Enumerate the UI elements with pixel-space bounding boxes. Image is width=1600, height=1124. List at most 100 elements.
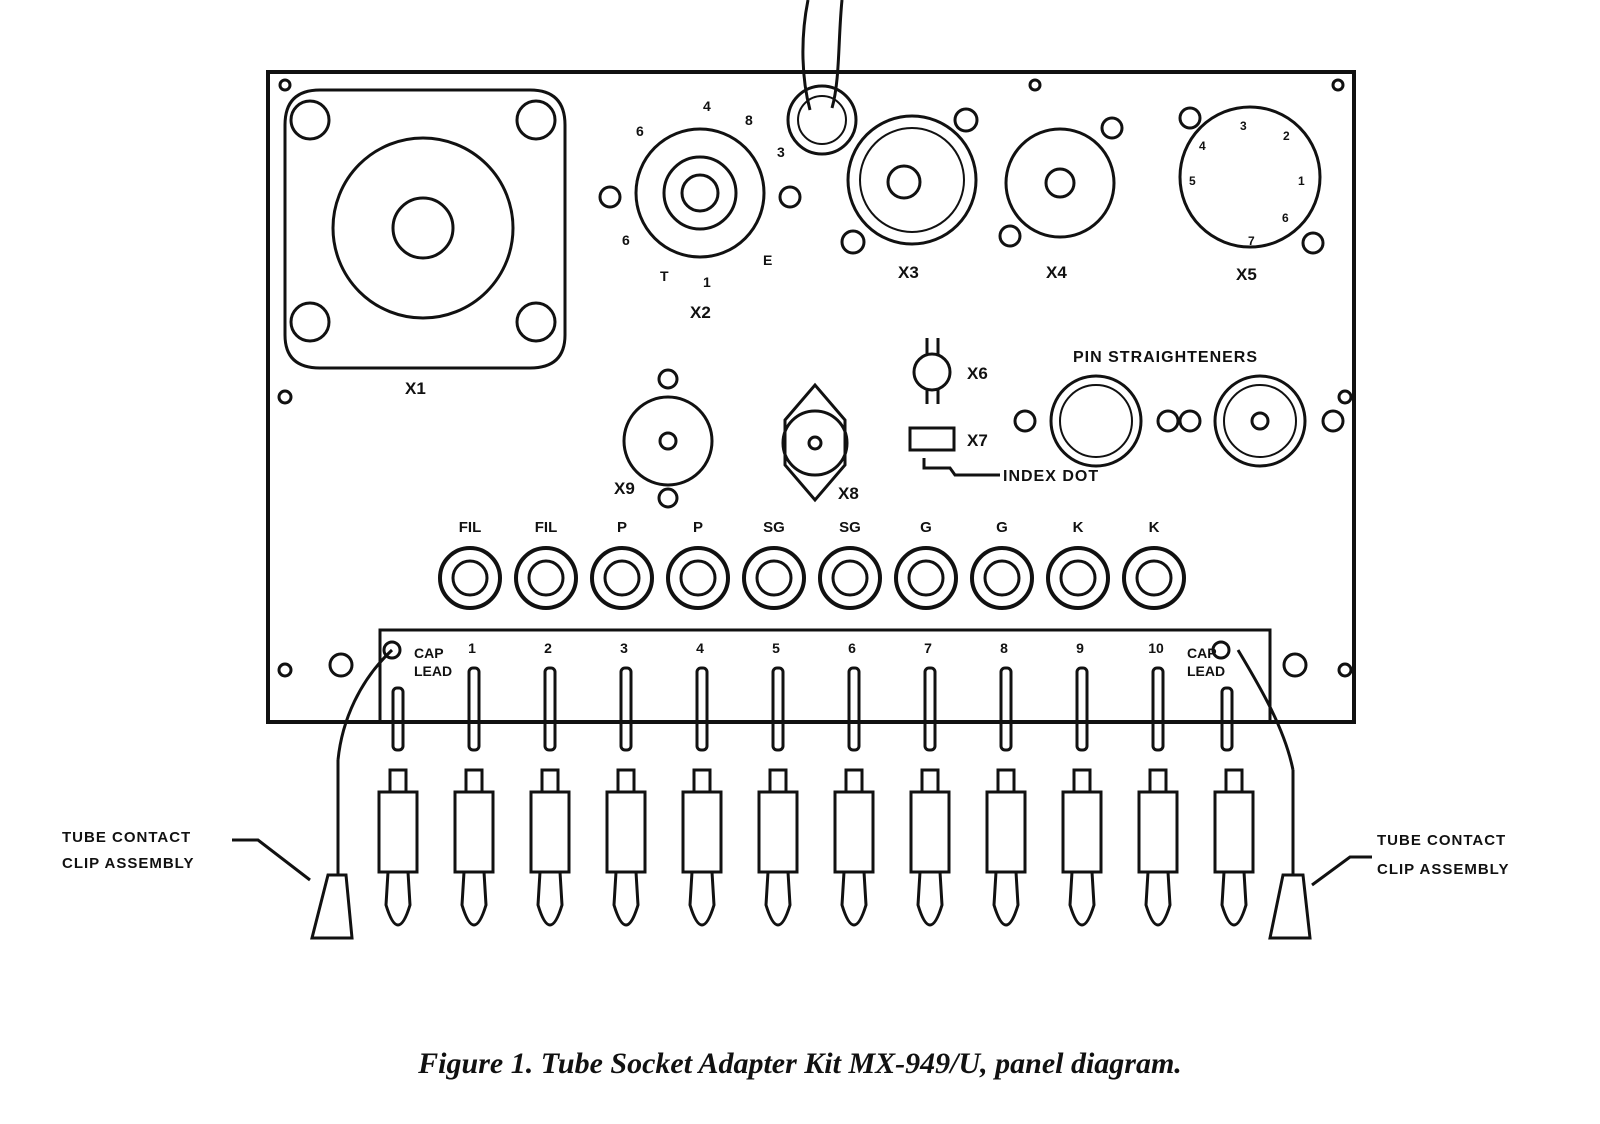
- jack-sg-6[interactable]: [818, 546, 882, 610]
- svg-text:8: 8: [745, 112, 753, 128]
- svg-text:6: 6: [622, 232, 630, 248]
- clip-assembly-left-line1: TUBE CONTACT: [62, 829, 191, 846]
- terminal-label: 4: [696, 640, 704, 656]
- banana-plug-1[interactable]: [377, 768, 419, 927]
- banana-plug-7[interactable]: [833, 768, 875, 927]
- svg-text:1: 1: [1298, 174, 1305, 188]
- jack-fil-2[interactable]: [514, 546, 578, 610]
- banana-plug-6[interactable]: [757, 768, 799, 927]
- banana-plug-5[interactable]: [681, 768, 723, 927]
- cable-grommet: [786, 84, 858, 156]
- svg-text:4: 4: [703, 98, 711, 114]
- svg-text:7: 7: [1248, 234, 1255, 248]
- label-x2: X2: [690, 303, 711, 322]
- socket-x9: [622, 368, 714, 509]
- label-x4: X4: [1046, 263, 1067, 282]
- jack-label: K: [1073, 519, 1084, 536]
- svg-text:2: 2: [1283, 129, 1290, 143]
- jack-g-8[interactable]: [970, 546, 1034, 610]
- terminal-label: 2: [544, 640, 552, 656]
- banana-plug-4[interactable]: [605, 768, 647, 927]
- svg-text:5: 5: [1189, 174, 1196, 188]
- jack-label: G: [920, 519, 932, 536]
- jack-p-3[interactable]: [590, 546, 654, 610]
- label-x3: X3: [898, 263, 919, 282]
- label-x6: X6: [967, 364, 988, 383]
- jack-fil-1[interactable]: [438, 546, 502, 610]
- clip-assembly-right-line1: TUBE CONTACT: [1377, 832, 1506, 849]
- banana-plug-10[interactable]: [1061, 768, 1103, 927]
- jack-label: K: [1149, 519, 1160, 536]
- pin-straighteners-label: PIN STRAIGHTENERS: [1073, 349, 1258, 366]
- banana-plug-3[interactable]: [529, 768, 571, 927]
- label-x5: X5: [1236, 265, 1257, 284]
- jack-label: P: [617, 519, 627, 536]
- svg-text:6: 6: [636, 123, 644, 139]
- jack-k-9[interactable]: [1046, 546, 1110, 610]
- cap-lead-post-left[interactable]: [382, 640, 405, 752]
- jack-label: G: [996, 519, 1008, 536]
- terminal-label: 10: [1148, 640, 1164, 656]
- terminal-label: 5: [772, 640, 780, 656]
- terminal-label: 7: [924, 640, 932, 656]
- svg-text:1: 1: [703, 274, 711, 290]
- pin-straightener-right: [1178, 374, 1345, 468]
- banana-plug-11[interactable]: [1137, 768, 1179, 927]
- jack-p-4[interactable]: [666, 546, 730, 610]
- label-x1: X1: [405, 379, 426, 398]
- svg-text:3: 3: [1240, 119, 1247, 133]
- label-x9: X9: [614, 479, 635, 498]
- terminal-7[interactable]: [923, 666, 937, 752]
- cap-lead-right-line1: CAP: [1187, 645, 1217, 661]
- jack-label: FIL: [459, 519, 482, 536]
- socket-x6: [912, 338, 952, 404]
- terminal-1[interactable]: [467, 666, 481, 752]
- terminal-3[interactable]: [619, 666, 633, 752]
- jack-label: P: [693, 519, 703, 536]
- terminal-8[interactable]: [999, 666, 1013, 752]
- terminal-4[interactable]: [695, 666, 709, 752]
- terminal-label: 3: [620, 640, 628, 656]
- cap-lead-post-right[interactable]: [1211, 640, 1234, 752]
- jack-label: SG: [839, 519, 861, 536]
- svg-text:E: E: [763, 252, 772, 268]
- clip-assembly-right-line2: CLIP ASSEMBLY: [1377, 861, 1509, 878]
- terminal-label: 9: [1076, 640, 1084, 656]
- banana-plug-8[interactable]: [909, 768, 951, 927]
- x5-pin-labels: 3 2 4 5 1 6 7: [1189, 119, 1305, 248]
- main-panel: [266, 70, 1356, 724]
- jack-g-7[interactable]: [894, 546, 958, 610]
- svg-text:3: 3: [777, 144, 785, 160]
- svg-text:4: 4: [1199, 139, 1206, 153]
- label-x7: X7: [967, 431, 988, 450]
- svg-text:T: T: [660, 268, 669, 284]
- banana-plug-2[interactable]: [453, 768, 495, 927]
- socket-x4: [998, 116, 1124, 248]
- terminal-10[interactable]: [1151, 666, 1165, 752]
- banana-plug-9[interactable]: [985, 768, 1027, 927]
- jack-sg-5[interactable]: [742, 546, 806, 610]
- banana-plug-12[interactable]: [1213, 768, 1255, 927]
- index-dot-label: INDEX DOT: [1003, 468, 1099, 485]
- clip-assembly-left: [310, 760, 354, 940]
- label-x8: X8: [838, 484, 859, 503]
- terminal-9[interactable]: [1075, 666, 1089, 752]
- jack-k-10[interactable]: [1122, 546, 1186, 610]
- cap-lead-left-line2: LEAD: [414, 663, 452, 679]
- top-cable: [801, 0, 844, 111]
- socket-x3: [840, 107, 979, 255]
- jack-label: SG: [763, 519, 785, 536]
- cap-lead-right-line2: LEAD: [1187, 663, 1225, 679]
- jack-label: FIL: [535, 519, 558, 536]
- terminal-5[interactable]: [771, 666, 785, 752]
- socket-x1: [283, 88, 567, 370]
- terminal-strip: [378, 628, 1272, 724]
- socket-x8: [781, 382, 849, 503]
- terminal-2[interactable]: [543, 666, 557, 752]
- pin-straightener-left: [1013, 374, 1180, 468]
- terminal-label: 6: [848, 640, 856, 656]
- clip-assembly-left-line2: CLIP ASSEMBLY: [62, 855, 194, 872]
- clip-assembly-right: [1268, 770, 1312, 940]
- terminal-6[interactable]: [847, 666, 861, 752]
